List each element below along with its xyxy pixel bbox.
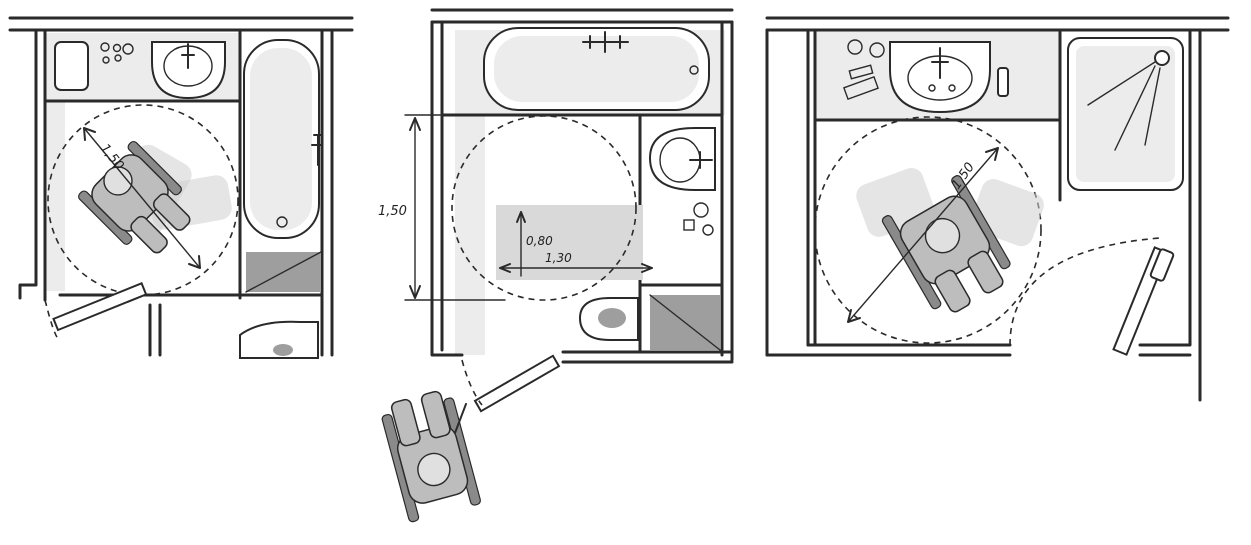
shower-tray bbox=[1067, 37, 1184, 191]
turning-circle bbox=[451, 115, 637, 301]
plan-2: 1,50 0,80 1,30 bbox=[378, 8, 734, 523]
toilet bbox=[578, 297, 639, 341]
washbasin bbox=[889, 41, 991, 114]
plan-3: 1,50 bbox=[765, 16, 1230, 402]
door bbox=[1009, 237, 1175, 356]
door bbox=[44, 281, 148, 341]
area-width-label: 1,30 bbox=[545, 251, 572, 265]
wheelchair-user bbox=[881, 175, 1011, 313]
area-depth-label: 0,80 bbox=[526, 234, 553, 248]
vertical-dimension-label: 1,50 bbox=[378, 204, 407, 219]
wheelchair-user bbox=[381, 390, 481, 523]
washbasin bbox=[648, 127, 716, 191]
manoeuvre-area bbox=[496, 205, 643, 280]
door bbox=[461, 354, 561, 413]
toilet bbox=[239, 320, 319, 359]
plan-1: 1,50 bbox=[8, 16, 354, 359]
turning-diameter-arrow bbox=[83, 127, 201, 269]
bathtub bbox=[243, 39, 323, 239]
bathtub bbox=[483, 27, 710, 111]
towel-radiator bbox=[54, 41, 89, 91]
vertical-dimension bbox=[404, 114, 506, 301]
turning-circle bbox=[814, 116, 1042, 344]
washbasin bbox=[151, 41, 226, 100]
turning-diameter-arrow bbox=[847, 147, 999, 323]
wheelchair-user bbox=[78, 140, 191, 254]
